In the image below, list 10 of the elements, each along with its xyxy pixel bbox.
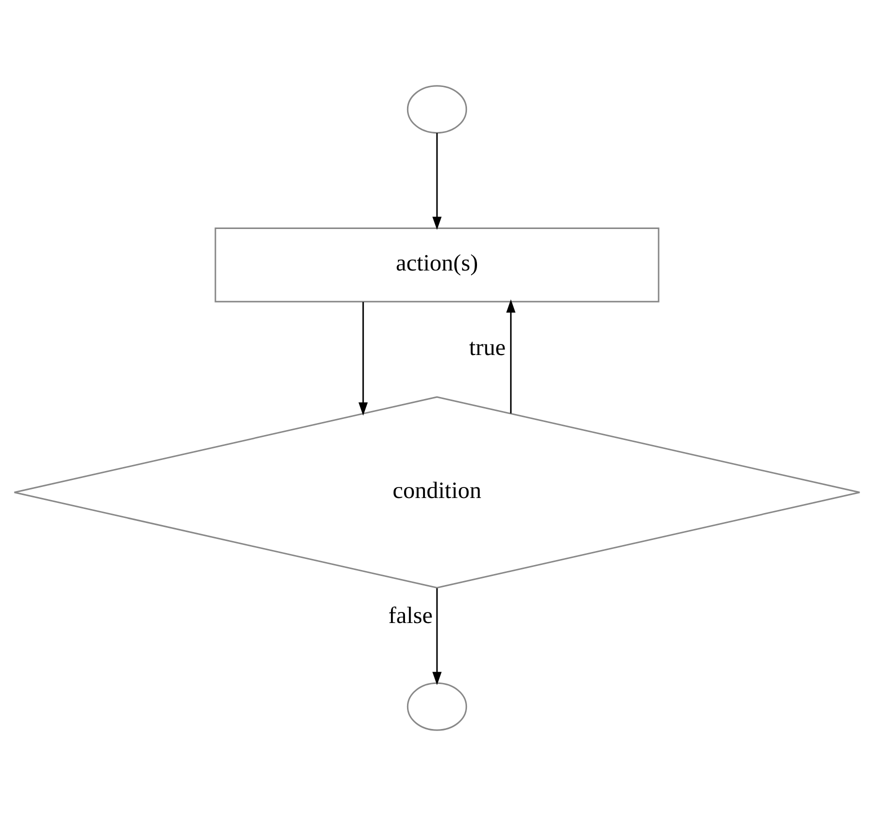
- node-diamond: condition: [14, 396, 860, 589]
- node-box: action(s): [214, 227, 660, 302]
- arrow: [358, 302, 368, 416]
- arrow: [432, 588, 442, 686]
- arrow: [506, 299, 516, 414]
- edge-label: true: [469, 335, 506, 362]
- arrow: [432, 132, 442, 230]
- node-circle: [406, 682, 468, 731]
- edge-label: false: [388, 602, 433, 629]
- node-circle: [406, 85, 468, 134]
